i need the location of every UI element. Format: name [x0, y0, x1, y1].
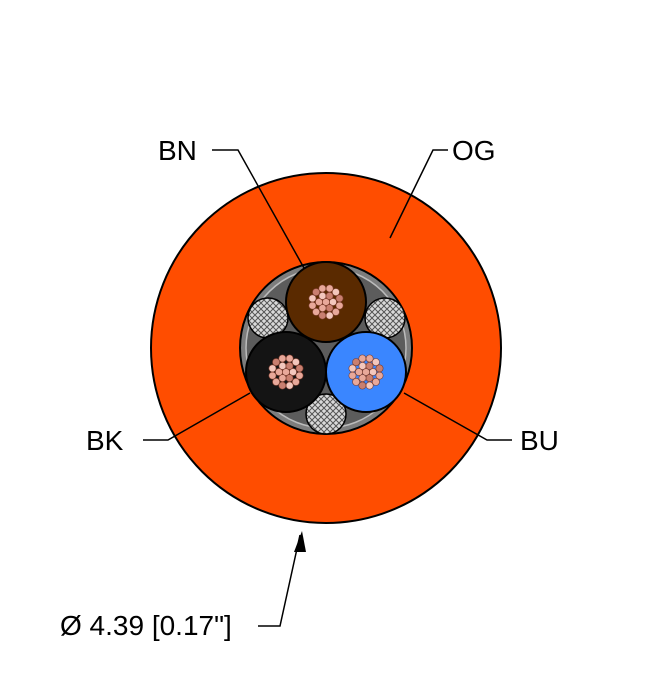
copper-strand — [289, 368, 297, 376]
label-bk: BK — [86, 425, 124, 456]
copper-strand — [291, 377, 300, 386]
copper-strand — [355, 368, 363, 376]
leader-line-og — [389, 149, 448, 239]
copper-strand — [318, 311, 327, 320]
conductor-brown — [285, 261, 367, 343]
copper-strand — [308, 294, 317, 303]
conductor-blue — [325, 331, 407, 413]
copper-strand — [291, 358, 300, 367]
copper-strand — [331, 307, 340, 316]
copper-strand — [295, 364, 304, 373]
leader-line-bk — [143, 392, 251, 441]
copper-strand — [285, 374, 294, 382]
copper-strand — [365, 374, 374, 382]
leader-line-bn — [212, 149, 305, 269]
copper-strand — [348, 371, 357, 380]
copper-strand — [278, 362, 287, 370]
copper-strand — [369, 368, 377, 376]
copper-strand — [335, 294, 344, 303]
copper-strand — [358, 362, 367, 370]
copper-strand — [365, 354, 374, 363]
leader-line-diameter — [258, 534, 301, 627]
label-og: OG — [452, 135, 496, 166]
conductor-black — [245, 331, 327, 413]
copper-strand — [325, 304, 334, 312]
copper-strand — [272, 377, 281, 386]
copper-strand — [278, 354, 287, 363]
copper-strand — [278, 381, 287, 390]
copper-strand — [325, 292, 334, 300]
copper-strand — [325, 284, 334, 293]
copper-strand — [335, 301, 344, 310]
diameter-arrowhead — [294, 531, 306, 552]
copper-strand — [365, 381, 374, 390]
copper-strand — [272, 358, 281, 367]
copper-strand — [315, 298, 323, 306]
copper-strand — [268, 371, 277, 380]
copper-strand — [348, 364, 357, 373]
label-bu: BU — [520, 425, 559, 456]
copper-strand — [358, 381, 367, 390]
copper-strand — [352, 358, 361, 367]
copper-strand — [358, 354, 367, 363]
copper-strand — [329, 298, 337, 306]
label-diameter: Ø 4.39 [0.17"] — [60, 610, 232, 641]
label-bn: BN — [158, 135, 197, 166]
copper-strand — [308, 301, 317, 310]
copper-strand — [375, 364, 384, 373]
copper-strand — [371, 358, 380, 367]
copper-strand — [312, 307, 321, 316]
copper-strand — [365, 362, 374, 370]
copper-strand — [312, 288, 321, 297]
filler-strand-bottom — [305, 393, 347, 435]
copper-strand — [275, 368, 283, 376]
copper-strand — [325, 311, 334, 320]
copper-strand — [318, 292, 327, 300]
copper-strand — [285, 381, 294, 390]
copper-strand — [352, 377, 361, 386]
copper-strand — [375, 371, 384, 380]
copper-strand — [371, 377, 380, 386]
copper-strand — [285, 354, 294, 363]
copper-strand — [295, 371, 304, 380]
copper-strand — [331, 288, 340, 297]
leader-line-bu — [403, 392, 512, 441]
copper-strand — [268, 364, 277, 373]
copper-strand — [318, 284, 327, 293]
copper-strand — [285, 362, 294, 370]
